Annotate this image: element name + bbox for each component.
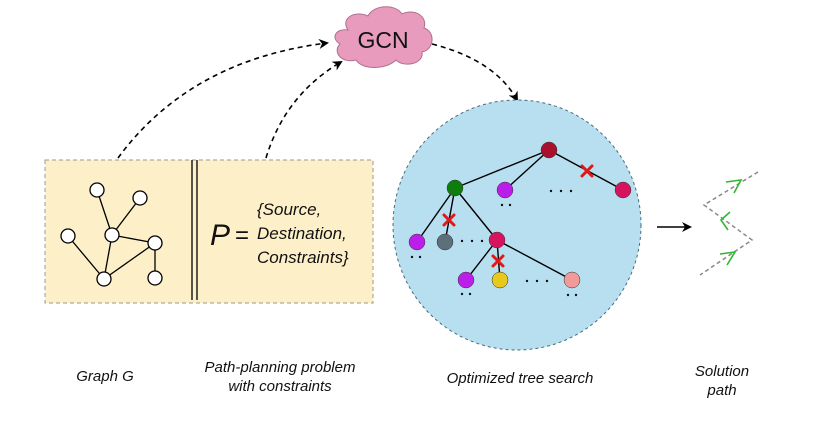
problem-line-1: {Source, [257, 200, 322, 219]
problem-line-3: Constraints} [257, 248, 349, 267]
tree-node [446, 179, 464, 197]
tree-node [496, 181, 514, 199]
graph-g [60, 182, 163, 287]
graph-node [89, 182, 105, 198]
tree-node-root [540, 141, 558, 159]
pruned-x-icon [491, 254, 505, 268]
tree-nodes [408, 141, 632, 289]
tree-edges [416, 149, 624, 281]
graph-node [96, 271, 112, 287]
tree-node [436, 233, 454, 251]
caption-problem: Path-planning problem with constraints [190, 358, 370, 396]
tree-node [408, 233, 426, 251]
direction-arrow-icon [719, 211, 731, 231]
direction-arrow-icon [719, 250, 737, 266]
solution-path [699, 171, 759, 276]
problem-symbol: P [210, 219, 231, 252]
caption-problem-line-2: with constraints [228, 378, 332, 395]
problem-equals: = [235, 222, 250, 249]
caption-problem-line-1: Path-planning problem [204, 359, 356, 376]
problem-line-2: Destination, [257, 224, 347, 243]
tree-node [488, 231, 506, 249]
solution-direction-arrows [719, 178, 743, 266]
arrow-gcn-to-tree [431, 43, 518, 102]
caption-tree: Optimized tree search [446, 370, 594, 387]
pruned-x-icon [580, 164, 594, 178]
tree-search-region [392, 99, 642, 351]
caption-solution: Solution path [672, 362, 772, 400]
gcn-cloud [334, 6, 433, 68]
graph-node [60, 228, 76, 244]
caption-solution-line-1: Solution [694, 363, 750, 380]
tree-node [614, 181, 632, 199]
pruned-x-icon [442, 213, 456, 227]
pruned-marks [442, 164, 594, 268]
ellipsis-dots [410, 189, 578, 297]
arrow-graph-to-gcn [117, 39, 329, 159]
graph-node [147, 235, 163, 251]
tree-node [563, 271, 581, 289]
arrow-problem-to-gcn [265, 60, 343, 159]
tree-node [491, 271, 509, 289]
tree-node [457, 271, 475, 289]
caption-solution-line-2: path [707, 382, 737, 399]
direction-arrow-icon [725, 178, 743, 194]
caption-graph: Graph G [76, 368, 134, 385]
graph-node [147, 270, 163, 286]
graph-node [104, 227, 120, 243]
gcn-label: GCN [357, 27, 408, 53]
graph-node [132, 190, 148, 206]
